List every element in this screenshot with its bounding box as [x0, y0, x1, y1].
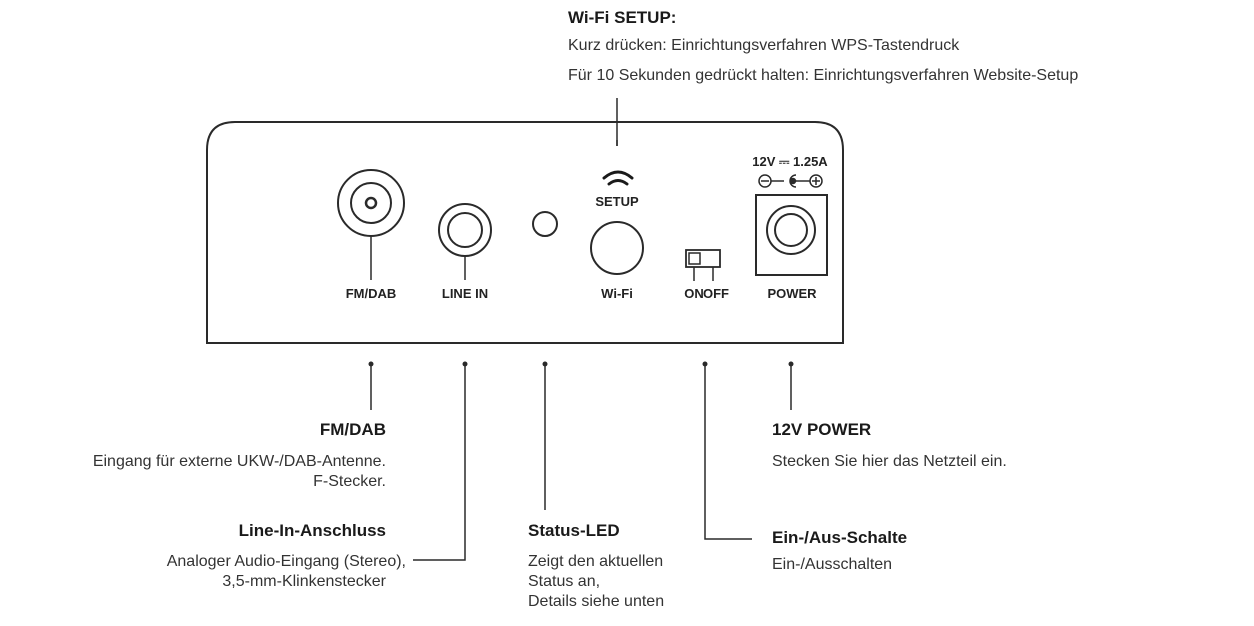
line-in-callout-line2: 3,5-mm-Klinkenstecker: [222, 573, 386, 590]
power-callout-title: 12V POWER: [772, 420, 872, 439]
line-in-callout-line1: Analoger Audio-Eingang (Stereo),: [166, 553, 406, 570]
status-led-callout-line3: Details siehe unten: [528, 593, 665, 610]
callout-leaders: [368, 361, 794, 561]
status-led-callout-title: Status-LED: [528, 521, 620, 540]
line-in-jack-icon: [438, 203, 492, 280]
power-switch-callout-title: Ein-/Aus-Schalte: [772, 528, 908, 547]
power-rating-label: 12V ⎓ 1.25A: [752, 154, 828, 169]
wifi-setup-title: Wi-Fi SETUP:: [568, 8, 677, 27]
on-label: ON: [684, 286, 704, 301]
fm-dab-callout-title: FM/DAB: [319, 420, 386, 439]
fm-dab-callout-line1: Eingang für externe UKW-/DAB-Antenne.: [92, 453, 386, 470]
power-switch-callout-line1: Ein-/Ausschalten: [772, 556, 893, 573]
fm-dab-label: FM/DAB: [345, 286, 397, 301]
wifi-setup-line1: Kurz drücken: Einrichtungsverfahren WPS-…: [568, 37, 960, 54]
line-in-label: LINE IN: [441, 286, 489, 301]
off-label: OFF: [703, 286, 729, 301]
wifi-icon: [602, 170, 634, 186]
wifi-label: Wi-Fi: [601, 286, 633, 301]
device-back-panel: [206, 121, 844, 344]
status-led-callout-line1: Zeigt den aktuellen: [528, 553, 664, 570]
power-callout-line1: Stecken Sie hier das Netzteil ein.: [772, 453, 1007, 470]
power-jack-icon: [755, 194, 828, 276]
on-off-switch-icon: [685, 249, 721, 281]
status-led-callout-line2: Status an,: [528, 573, 601, 590]
fm-dab-callout-line2: F-Stecker.: [313, 473, 386, 490]
line-in-callout-title: Line-In-Anschluss: [238, 521, 386, 540]
fm-dab-connector-icon: [337, 169, 405, 280]
power-label: POWER: [767, 286, 817, 301]
setup-label: SETUP: [595, 194, 639, 209]
status-led-icon: [532, 211, 558, 237]
wifi-setup-line2: Für 10 Sekunden gedrückt halten: Einrich…: [568, 67, 1079, 84]
polarity-symbol-icon: [758, 174, 823, 188]
